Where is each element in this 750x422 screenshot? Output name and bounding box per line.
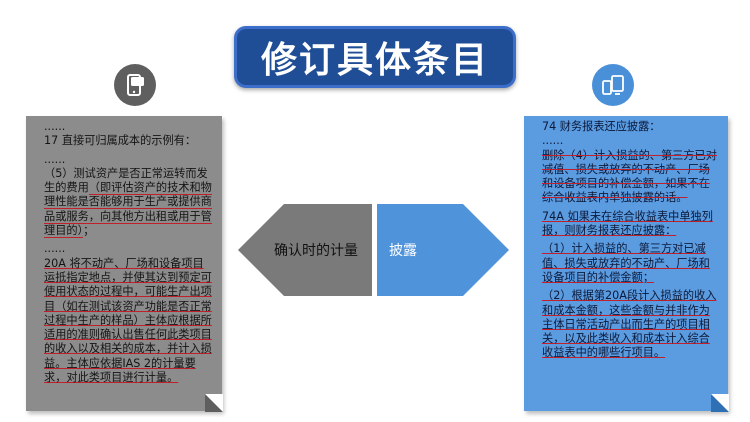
right-heading: 74 财务报表还应披露：: [542, 120, 661, 133]
right-item-1: （1）计入损益的、第三方对已减值、损失或放弃的不动产、厂场和设备项目的补偿金额；: [542, 242, 710, 284]
arrow-right-disclosure: [377, 204, 509, 296]
arrow-left-recognition: [238, 204, 372, 296]
left-item-5-marked: （即评估资产的技术和物理性能是否能够用于生产或提供商品或服务，向其他方出租或用于…: [44, 181, 212, 239]
devices-icon: [592, 64, 634, 106]
right-note-disclosure: 74 财务报表还应披露： ...... 删除（4）计入损益的、第三方已对减值、损…: [524, 116, 729, 412]
arrow-left-label: 确认时的计量: [274, 243, 358, 259]
left-dots-2: ......: [44, 152, 66, 166]
right-dots: ......: [542, 134, 564, 148]
right-new-intro: 74A 如果未在综合收益表中单独列报，则财务报表还应披露：: [542, 209, 713, 238]
right-item-2: （2）根据第20A段计入损益的收入和成本金额，这些金额与并非作为主体日常活动产出…: [542, 289, 717, 360]
left-heading: 17 直接可归属成本的示例有：: [44, 134, 197, 148]
left-dots-1: ......: [44, 120, 66, 133]
left-item-5-plain: （5）测试资产是否正常运转而发生的费用: [44, 166, 208, 195]
left-dots-3: ......: [44, 242, 66, 256]
arrow-right-label: 披露: [389, 243, 417, 259]
left-note-ias16-cost: ...... 17 直接可归属成本的示例有： ...... （5）测试资产是否正…: [26, 116, 223, 412]
mobile-phone-icon: [114, 64, 156, 106]
left-para-20a: 20A 将不动产、厂场和设备项目运抵指定地点，并使其达到预定可使用状态的过程中，…: [44, 256, 212, 385]
left-item-5: （5）测试资产是否正常运转而发生的费用（即评估资产的技术和物理性能是否能够用于生…: [44, 166, 212, 239]
right-deleted-item: 删除（4）计入损益的、第三方已对减值、损失或放弃的不动产、厂场和设备项目的补偿金…: [542, 148, 717, 205]
page-title: 修订具体条目: [260, 40, 489, 81]
left-item-5-end: ；: [83, 224, 95, 238]
title-banner: 修订具体条目: [234, 26, 516, 88]
